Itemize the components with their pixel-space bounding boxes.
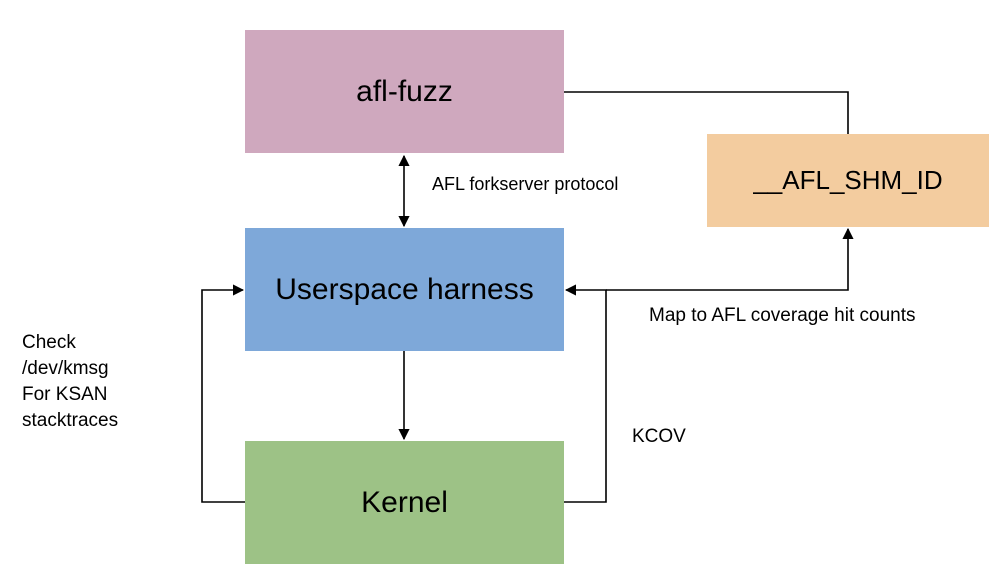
userspace-harness-label: Userspace harness (275, 272, 534, 306)
afl-to-shm-line (564, 91, 849, 134)
kmsg-arrow (201, 284, 245, 503)
afl-shm-id-box: __AFL_SHM_ID (707, 134, 989, 227)
coverage-map-label: Map to AFL coverage hit counts (649, 305, 916, 326)
afl-fuzz-label: afl-fuzz (356, 74, 453, 108)
userspace-harness-box: Userspace harness (245, 228, 564, 351)
kernel-label: Kernel (361, 485, 448, 519)
kmsg-check-line: stacktraces (22, 410, 119, 431)
kernel-box: Kernel (245, 441, 564, 564)
kcov-label: KCOV (632, 426, 686, 447)
kmsg-check-line: /dev/kmsg (22, 358, 109, 379)
map-arrow (606, 227, 854, 291)
afl-shm-id-label: __AFL_SHM_ID (753, 165, 943, 195)
kcov-arrow (564, 284, 607, 503)
kmsg-check-label: Check /dev/kmsg For KSAN stacktraces (22, 330, 118, 434)
kmsg-check-line: For KSAN (22, 384, 108, 405)
afl-fuzz-box: afl-fuzz (245, 30, 564, 153)
forkserver-protocol-label: AFL forkserver protocol (432, 174, 619, 194)
kmsg-check-line: Check (22, 332, 76, 353)
